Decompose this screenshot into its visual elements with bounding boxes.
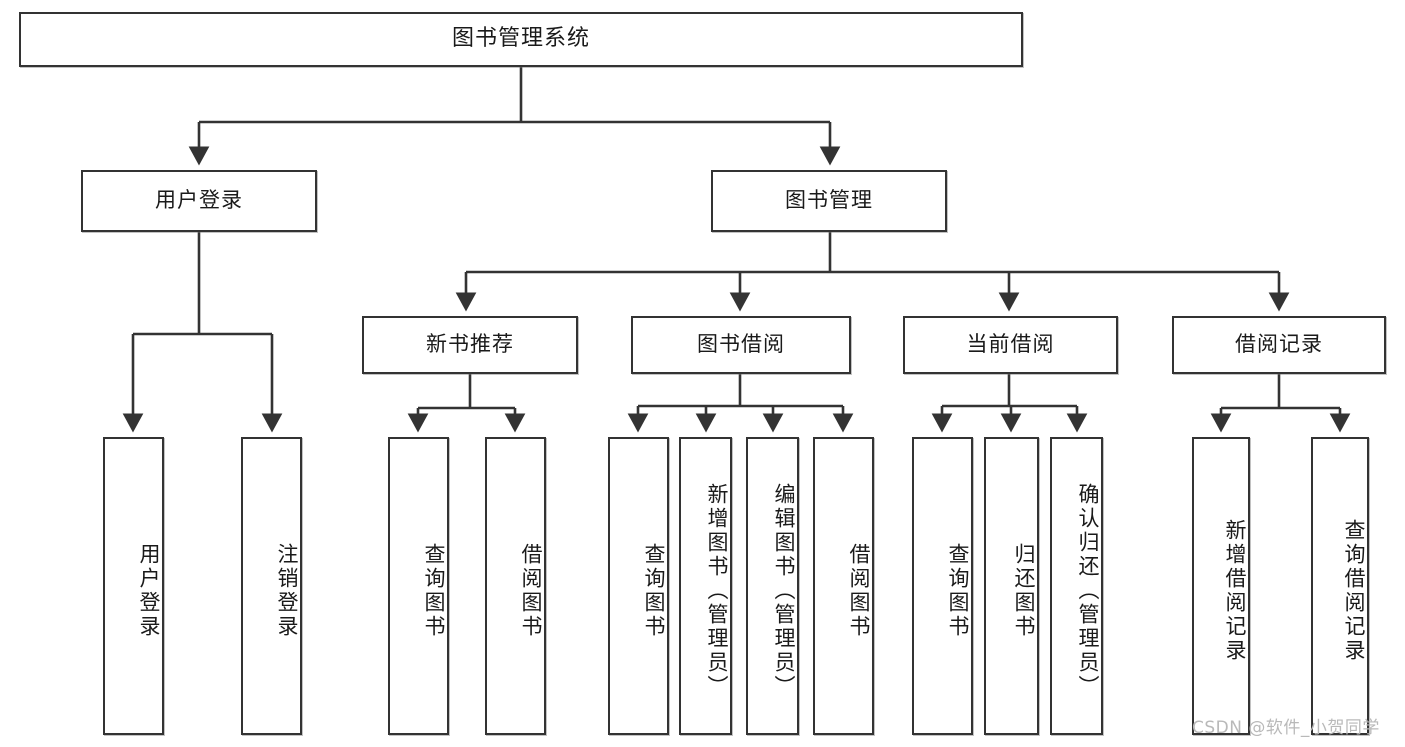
node-leaf-query-borrow-record[interactable]: 查询借阅记录 [1311, 437, 1369, 735]
csdn-watermark: CSDN @软件_小贺同学 [1192, 718, 1380, 738]
node-leaf-borrow-book-recommend[interactable]: 借阅图书 [485, 437, 546, 735]
node-borrow-record[interactable]: 借阅记录 [1172, 316, 1386, 374]
node-new-book-recommendation[interactable]: 新书推荐 [362, 316, 578, 374]
node-leaf-confirm-return-admin[interactable]: 确认归还（管理员） [1050, 437, 1103, 735]
node-leaf-edit-book-admin[interactable]: 编辑图书（管理员） [746, 437, 799, 735]
node-leaf-user-logout[interactable]: 注销登录 [241, 437, 302, 735]
node-user-login[interactable]: 用户登录 [81, 170, 317, 232]
node-current-borrow[interactable]: 当前借阅 [903, 316, 1118, 374]
node-book-borrow[interactable]: 图书借阅 [631, 316, 851, 374]
node-root-book-management-system[interactable]: 图书管理系统 [19, 12, 1023, 67]
node-leaf-borrow-book[interactable]: 借阅图书 [813, 437, 874, 735]
node-leaf-query-book-current[interactable]: 查询图书 [912, 437, 973, 735]
node-leaf-return-book[interactable]: 归还图书 [984, 437, 1039, 735]
node-leaf-add-book-admin[interactable]: 新增图书（管理员） [679, 437, 732, 735]
node-leaf-query-book-recommend[interactable]: 查询图书 [388, 437, 449, 735]
node-leaf-query-book-borrow[interactable]: 查询图书 [608, 437, 669, 735]
node-leaf-user-login[interactable]: 用户登录 [103, 437, 164, 735]
node-book-manage[interactable]: 图书管理 [711, 170, 947, 232]
node-leaf-add-borrow-record[interactable]: 新增借阅记录 [1192, 437, 1250, 735]
